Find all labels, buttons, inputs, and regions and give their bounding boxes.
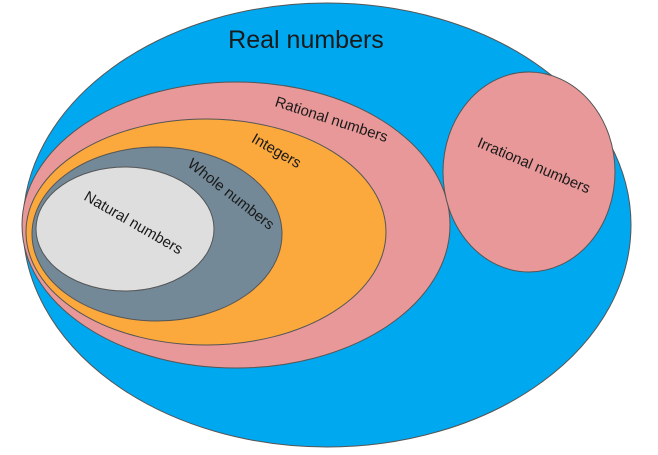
irrational-numbers-set [442,71,616,273]
real-numbers-label: Real numbers [228,26,384,54]
natural-numbers-set [35,166,215,292]
